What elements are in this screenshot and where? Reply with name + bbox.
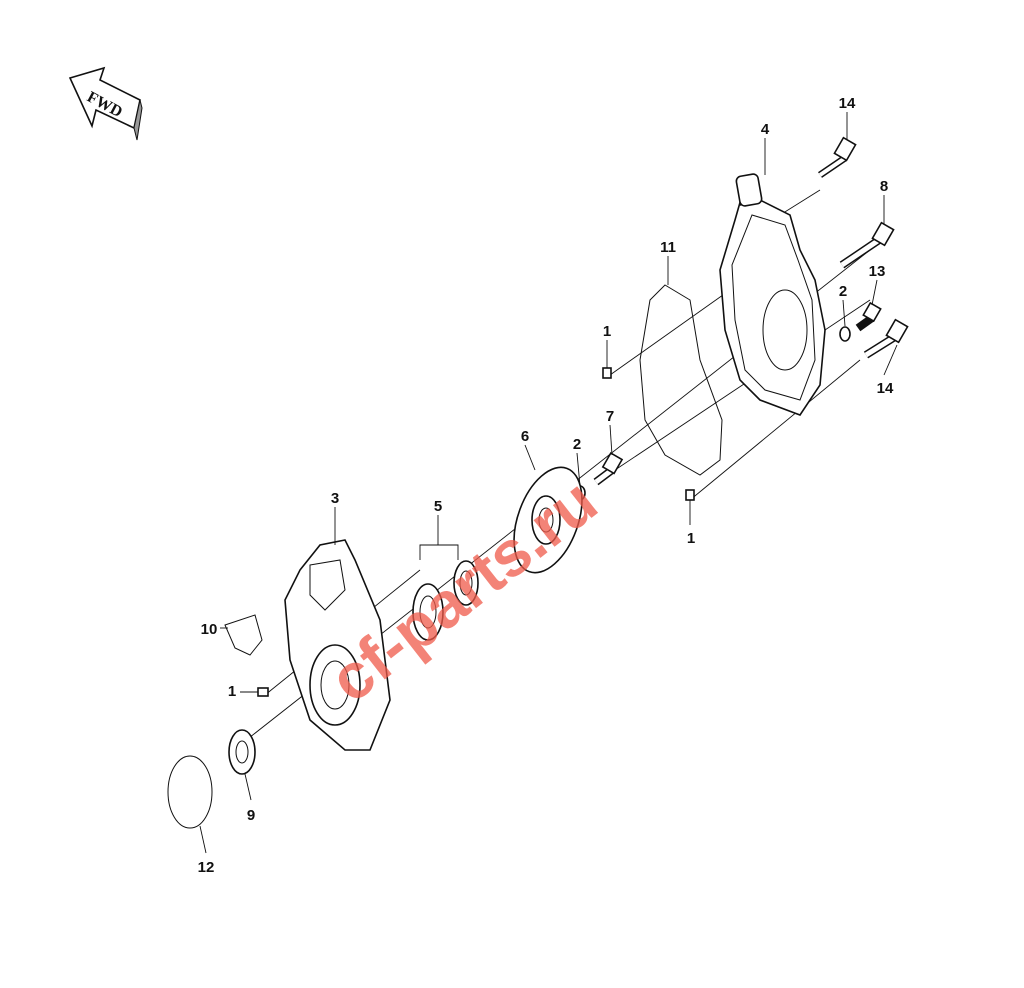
callout-1[interactable]: 1: [603, 323, 611, 340]
callout-13[interactable]: 13: [869, 263, 886, 280]
bolt-part-7: [593, 451, 624, 486]
o-ring-part-12: [167, 755, 213, 829]
bolt-part-13: [855, 301, 882, 332]
callout-8[interactable]: 8: [880, 178, 888, 195]
fwd-arrow-icon: FWD: [68, 66, 143, 141]
callout-1[interactable]: 1: [228, 683, 236, 700]
callout-12[interactable]: 12: [198, 859, 215, 876]
callout-10[interactable]: 10: [201, 621, 218, 638]
washer-part-2-right: [839, 326, 851, 342]
impeller-part-6: [513, 466, 583, 574]
callout-2[interactable]: 2: [839, 283, 847, 300]
callout-14[interactable]: 14: [877, 380, 894, 397]
callout-6[interactable]: 6: [521, 428, 529, 445]
bolt-part-14-bottom: [863, 318, 909, 359]
callout-labels: 14 4 8 13 2 14 11 1 7 6 2 1 5 3 10 1 9 1…: [198, 95, 894, 876]
callout-2[interactable]: 2: [573, 436, 581, 453]
oil-seal-part-9: [228, 729, 256, 775]
callout-7[interactable]: 7: [606, 408, 614, 425]
dowel-pin-part-1-c: [257, 687, 269, 697]
gasket-part-11: [639, 284, 723, 476]
callout-9[interactable]: 9: [247, 807, 255, 824]
seal-part-5: [412, 560, 479, 641]
callout-11[interactable]: 11: [660, 239, 676, 256]
callout-1[interactable]: 1: [687, 530, 695, 547]
callout-leaders: [199, 112, 898, 854]
dowel-pin-part-1-a: [602, 367, 612, 379]
callout-3[interactable]: 3: [331, 490, 339, 507]
bolt-part-14-top: [818, 136, 857, 178]
callout-4[interactable]: 4: [761, 121, 770, 138]
bolt-part-8: [839, 221, 895, 269]
pump-cover-part-4: [719, 173, 826, 416]
pump-housing-part-3: [284, 539, 391, 751]
callout-5[interactable]: 5: [434, 498, 442, 515]
gasket-part-10: [224, 614, 263, 656]
callout-14[interactable]: 14: [839, 95, 856, 112]
dowel-pin-part-1-b: [685, 489, 695, 501]
